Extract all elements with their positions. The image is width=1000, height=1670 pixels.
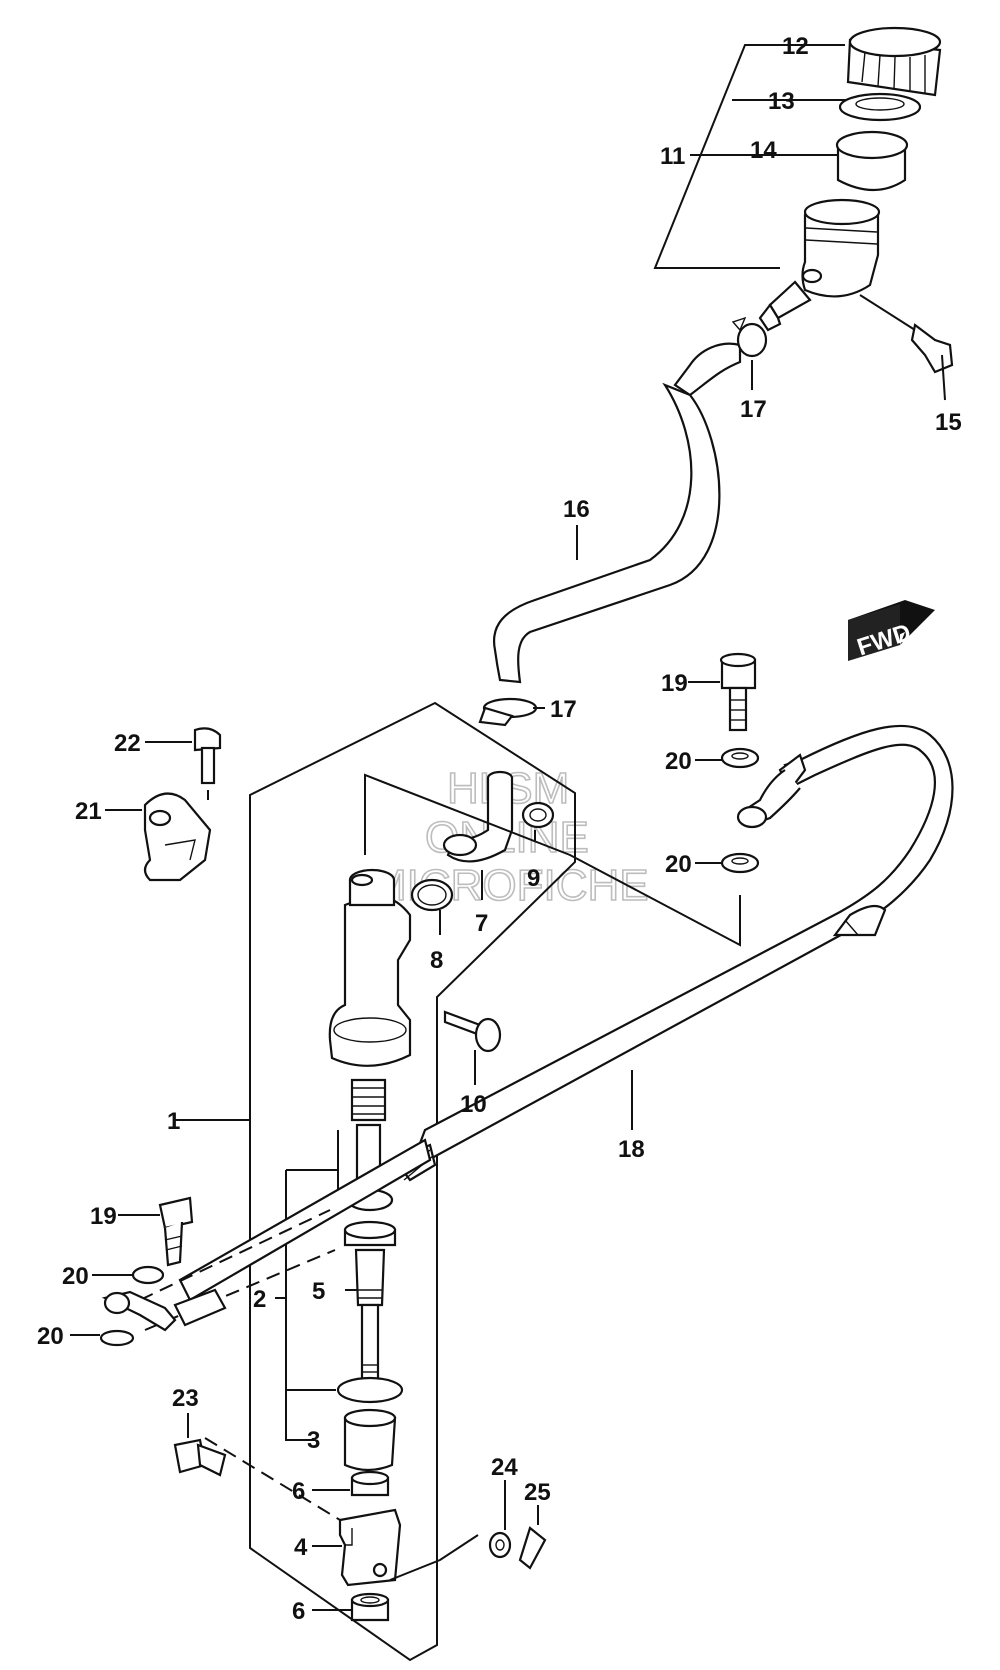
callout-9: 9 (527, 865, 540, 892)
callout-6-upper: 6 (292, 1478, 305, 1505)
callout-19-upper: 19 (661, 670, 688, 697)
callout-20-a: 20 (665, 748, 692, 775)
callout-19-lower: 19 (90, 1203, 117, 1230)
reservoir-group (653, 26, 954, 401)
reservoir-cap (846, 26, 942, 97)
reservoir-plate (838, 92, 922, 122)
callout-13: 13 (768, 88, 795, 115)
callout-25: 25 (524, 1479, 551, 1506)
callout-17-lower: 17 (550, 696, 577, 723)
callout-12: 12 (782, 33, 809, 60)
callout-20-d: 20 (37, 1323, 64, 1350)
callout-5: 5 (312, 1278, 325, 1305)
reservoir-diaphragm (835, 130, 909, 191)
alignment-line (139, 1209, 331, 1301)
callout-23: 23 (172, 1385, 199, 1412)
callout-22: 22 (114, 730, 141, 757)
watermark-line3: MICROFICHE (370, 861, 649, 910)
callout-2: 2 (253, 1286, 266, 1313)
hose-clamp-lower (478, 697, 538, 727)
callout-16: 16 (563, 496, 590, 523)
callout-15: 15 (935, 409, 962, 436)
callout-6-lower: 6 (292, 1598, 305, 1625)
callout-24: 24 (491, 1454, 518, 1481)
alignment-line (144, 1249, 336, 1331)
callout-7: 7 (475, 910, 488, 937)
hose-guide (143, 727, 222, 882)
callout-21: 21 (75, 798, 102, 825)
reservoir-body (758, 198, 881, 332)
leader-lines (70, 360, 753, 1611)
alignment-line (204, 1437, 341, 1521)
callout-3: 3 (307, 1427, 320, 1454)
callout-20-c: 20 (62, 1263, 89, 1290)
lower-banjo-assembly (99, 1196, 227, 1347)
callout-1: 1 (167, 1108, 180, 1135)
clevis-bolt (173, 1413, 227, 1477)
upper-banjo-bolt (719, 652, 760, 874)
callout-8: 8 (430, 947, 443, 974)
callout-14: 14 (750, 137, 777, 164)
fwd-arrow: FWD (848, 600, 935, 661)
callout-18: 18 (618, 1136, 645, 1163)
callouts: 1 2 3 4 5 6 6 7 8 9 10 11 12 13 14 15 16… (37, 33, 962, 1625)
callout-10: 10 (460, 1091, 487, 1118)
hose-clamp-upper (731, 316, 768, 358)
reservoir-hose (478, 316, 768, 727)
callout-20-b: 20 (665, 851, 692, 878)
mounting-screw (443, 1010, 502, 1085)
brake-hose (178, 724, 954, 1302)
washer-and-cotter-pin (389, 1480, 547, 1581)
callout-11: 11 (660, 143, 685, 170)
reservoir-screw (859, 294, 954, 401)
master-cylinder (328, 868, 412, 1622)
hose-union-fitting (364, 770, 741, 947)
callout-4: 4 (294, 1534, 308, 1561)
callout-17-upper: 17 (740, 396, 767, 423)
